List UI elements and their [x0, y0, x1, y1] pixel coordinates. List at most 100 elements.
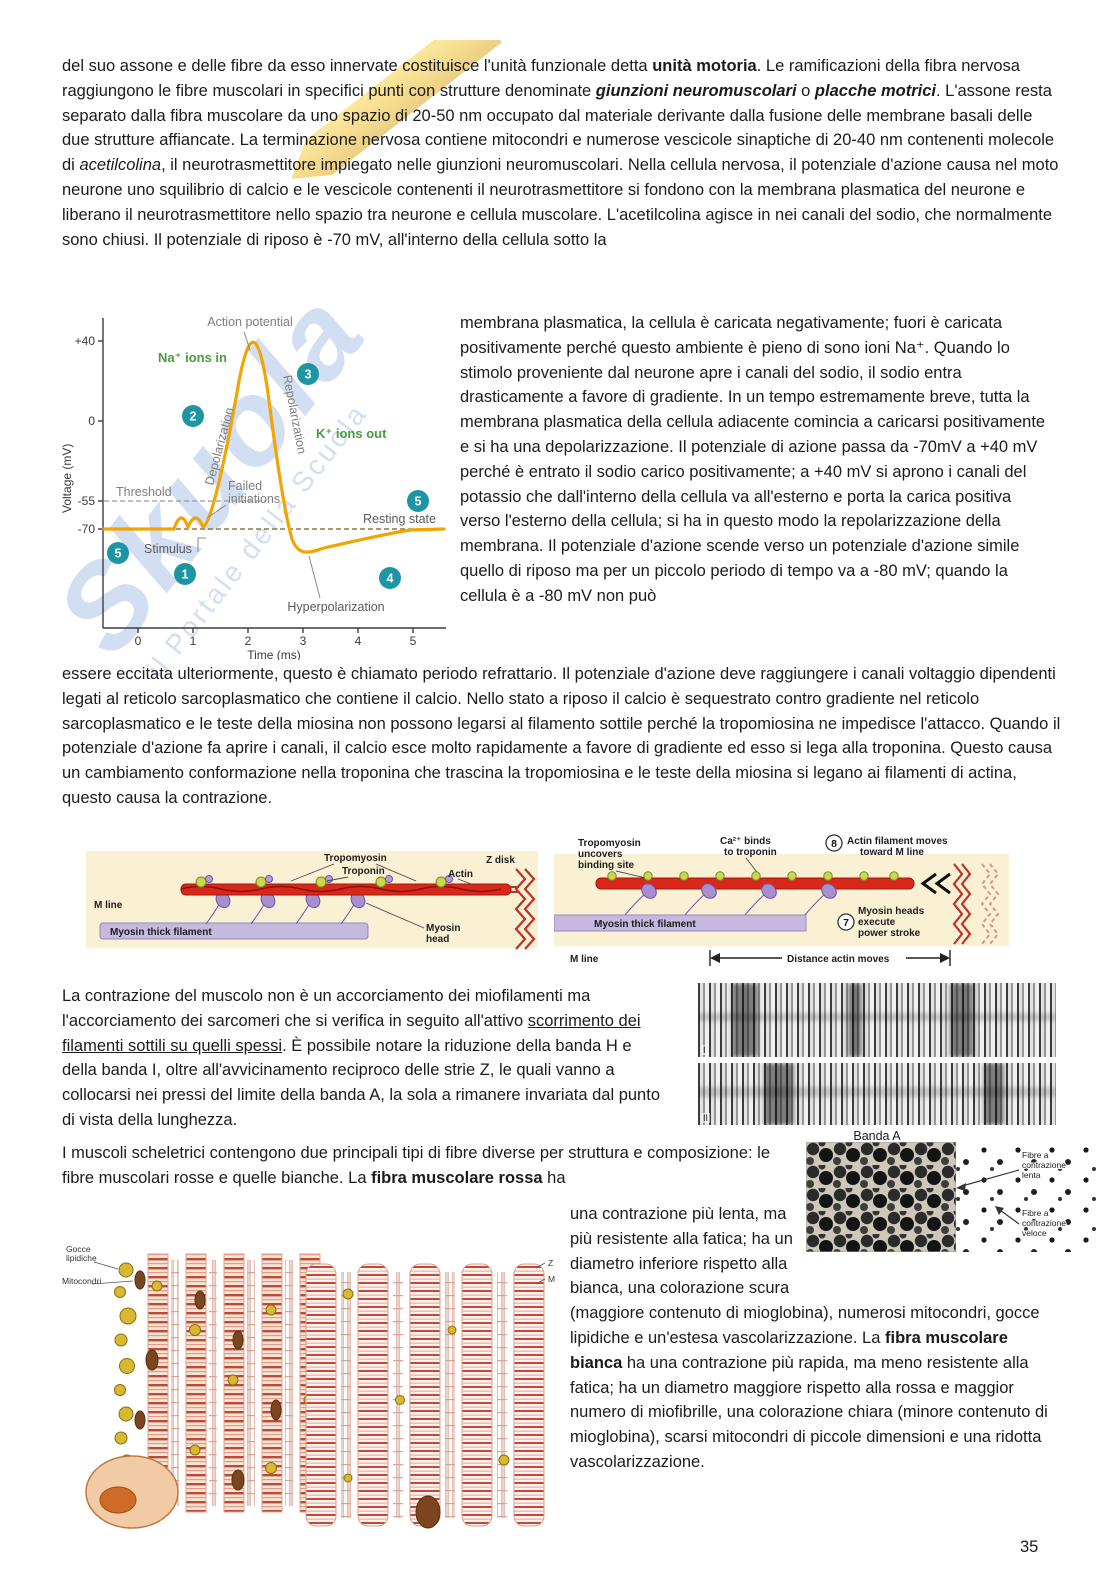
label-power-stroke-1: Myosin heads	[858, 906, 925, 917]
paragraph-fiber-description: una contrazione più lenta, ma più resist…	[570, 1202, 1054, 1475]
electron-micrograph-1: I	[698, 983, 1056, 1057]
myofibril-bands	[147, 1253, 321, 1513]
svg-text:8: 8	[831, 838, 837, 850]
myosin-heads	[623, 883, 837, 917]
slow-fibers-arrow	[956, 1183, 966, 1191]
label-resting-state: Resting state	[363, 512, 436, 526]
label-gocce-lipidiche-1: Gocce	[66, 1244, 91, 1254]
contraction-underlined: scorrimento dei filamenti sottili su que…	[62, 1011, 641, 1055]
x-axis-label: Time (ms)	[247, 648, 301, 660]
chart-marker-5-left: 5	[107, 542, 129, 564]
label-actin-moves-1: Actin filament moves	[847, 836, 948, 847]
paragraph-fiber-types-intro: I muscoli scheletrici contengono due pri…	[62, 1141, 786, 1191]
label-threshold: Threshold	[116, 485, 172, 499]
svg-text:1: 1	[182, 568, 189, 582]
label-stimulus: Stimulus	[144, 542, 192, 556]
intro-italic-acetilcolina: acetilcolina	[79, 156, 162, 175]
step-8-badge: 8	[825, 834, 843, 852]
myofibril-columns	[305, 1263, 545, 1527]
fiber-type-svg: Fibre a contrazione lenta Fibre a contra…	[805, 1141, 1098, 1253]
label-thick-filament: Myosin thick filament	[110, 927, 212, 938]
chart-marker-4: 4	[379, 567, 401, 589]
label-repolarization: Repolarization	[280, 374, 309, 455]
action-potential-curve	[102, 340, 446, 554]
label-power-stroke-3: power stroke	[858, 928, 921, 939]
label-uncovers-3: binding site	[578, 860, 635, 871]
caption-banda-a: Banda A	[853, 1129, 901, 1143]
distance-arrow-right	[940, 953, 950, 963]
label-distance: Distance actin moves	[787, 954, 890, 965]
label-na-ions-in: Na⁺ ions in	[158, 350, 227, 365]
label-tropomyosin: Tropomyosin	[324, 853, 387, 864]
label-mitocondri: Mitocondri	[62, 1276, 101, 1286]
z-disk-zigzag	[952, 863, 972, 945]
svg-text:5: 5	[415, 495, 422, 509]
troponin-complexes	[607, 871, 899, 881]
micrograph-h-zone	[698, 1087, 1056, 1097]
label-myosin-head-1: Myosin	[426, 923, 460, 934]
chart-marker-1: 1	[174, 563, 196, 585]
label-gocce-lipidiche-2: lipidiche	[66, 1253, 97, 1263]
myosin-thick-filament	[99, 922, 369, 940]
label-actin-moves-2: toward M line	[860, 847, 924, 858]
y-tick-minus55: -55	[78, 494, 96, 508]
paragraph-membrane: membrana plasmatica, la cellula è carica…	[460, 314, 1046, 605]
layout-spacer	[804, 1202, 1054, 1282]
x-tick-2: 2	[245, 634, 252, 648]
electron-micrographs: I II Banda A	[698, 983, 1056, 1143]
intro-bold-unita-motoria: unità motoria	[652, 57, 757, 75]
z-disk-zigzag-previous	[980, 863, 1000, 945]
sarcomere-right-svg: Tropomyosin uncovers binding site Ca²⁺ b…	[553, 834, 1009, 966]
intro-text-1: del suo assone e delle fibre da esso inn…	[62, 57, 653, 75]
label-fast-fibers-2: contrazione	[1022, 1218, 1066, 1228]
chart-marker-2: 2	[182, 405, 204, 427]
label-power-stroke-2: execute	[858, 917, 896, 928]
label-hyperpolarization: Hyperpolarization	[287, 600, 384, 614]
svg-text:2: 2	[190, 410, 197, 424]
contraction-text-1: La contrazione del muscolo non è un acco…	[62, 987, 591, 1030]
red-fiber-svg: Gocce lipidiche Mitocondri	[62, 1244, 321, 1529]
micrograph-dark-band	[950, 983, 974, 1057]
chart-axes	[98, 318, 446, 633]
action-potential-chart: +40 0 -55 -70 0 1 2 3 4 5 Voltage (mV) T…	[60, 315, 446, 662]
step-7-badge: 7	[837, 913, 855, 931]
label-ca-binds-2: to troponin	[724, 847, 777, 858]
z-disk-zigzag	[514, 868, 536, 950]
red-fiber-illustration: Gocce lipidiche Mitocondri	[60, 1240, 328, 1537]
svg-text:3: 3	[305, 368, 312, 382]
micrograph-dark-band	[984, 1063, 1004, 1125]
mitochondrion	[415, 1495, 441, 1529]
electron-micrograph-2: II	[698, 1063, 1056, 1125]
intro-text-5: , il neurotrasmettitore impiegato nelle …	[62, 156, 1059, 249]
chart-marker-3: 3	[297, 363, 319, 385]
x-tick-3: 3	[300, 634, 307, 648]
intro-bolditalic-giunzioni: giunzioni neuromuscolari	[595, 81, 797, 100]
micrograph-dark-band	[732, 983, 758, 1057]
intro-text-3: o	[796, 81, 815, 100]
fibintro-text-1: I muscoli scheletrici contengono due pri…	[62, 1144, 771, 1187]
label-myosin-head-2: head	[426, 934, 449, 945]
fibintro-text-2: ha	[542, 1168, 566, 1187]
x-tick-1: 1	[190, 634, 197, 648]
label-z-disk: Z disk	[486, 855, 515, 866]
contraction-text-2: . È possibile notare la riduzione della …	[62, 1036, 660, 1129]
white-fiber-svg: Z M	[305, 1258, 555, 1529]
paragraph-intro: del suo assone e delle fibre da esso inn…	[62, 54, 1062, 252]
myosin-heads	[205, 891, 366, 925]
x-tick-4: 4	[355, 634, 362, 648]
x-tick-0: 0	[135, 634, 142, 648]
svg-text:4: 4	[387, 572, 394, 586]
fibdesc-bold-bianca: fibra muscolare bianca	[570, 1328, 1008, 1372]
label-thick-filament: Myosin thick filament	[594, 919, 696, 930]
sarcomere-left-svg: M line Myosin thick filament Tropomyosin…	[86, 851, 538, 950]
sarcomere-diagram-right: Tropomyosin uncovers binding site Ca²⁺ b…	[553, 834, 1019, 981]
label-troponin: Troponin	[342, 866, 385, 877]
white-fiber-illustration: Z M	[300, 1250, 562, 1547]
label-m-line: M line	[94, 900, 123, 911]
y-tick-minus70: -70	[78, 522, 96, 536]
sarcomere-diagram-left: M line Myosin thick filament Tropomyosin…	[86, 851, 546, 968]
fibdesc-text-1: una contrazione più lenta, ma più resist…	[570, 1205, 1040, 1347]
label-action-potential: Action potential	[207, 315, 292, 329]
fiber-type-micrograph: Fibre a contrazione lenta Fibre a contra…	[805, 1141, 1098, 1257]
fibintro-bold-rossa: fibra muscolare rossa	[371, 1168, 543, 1187]
